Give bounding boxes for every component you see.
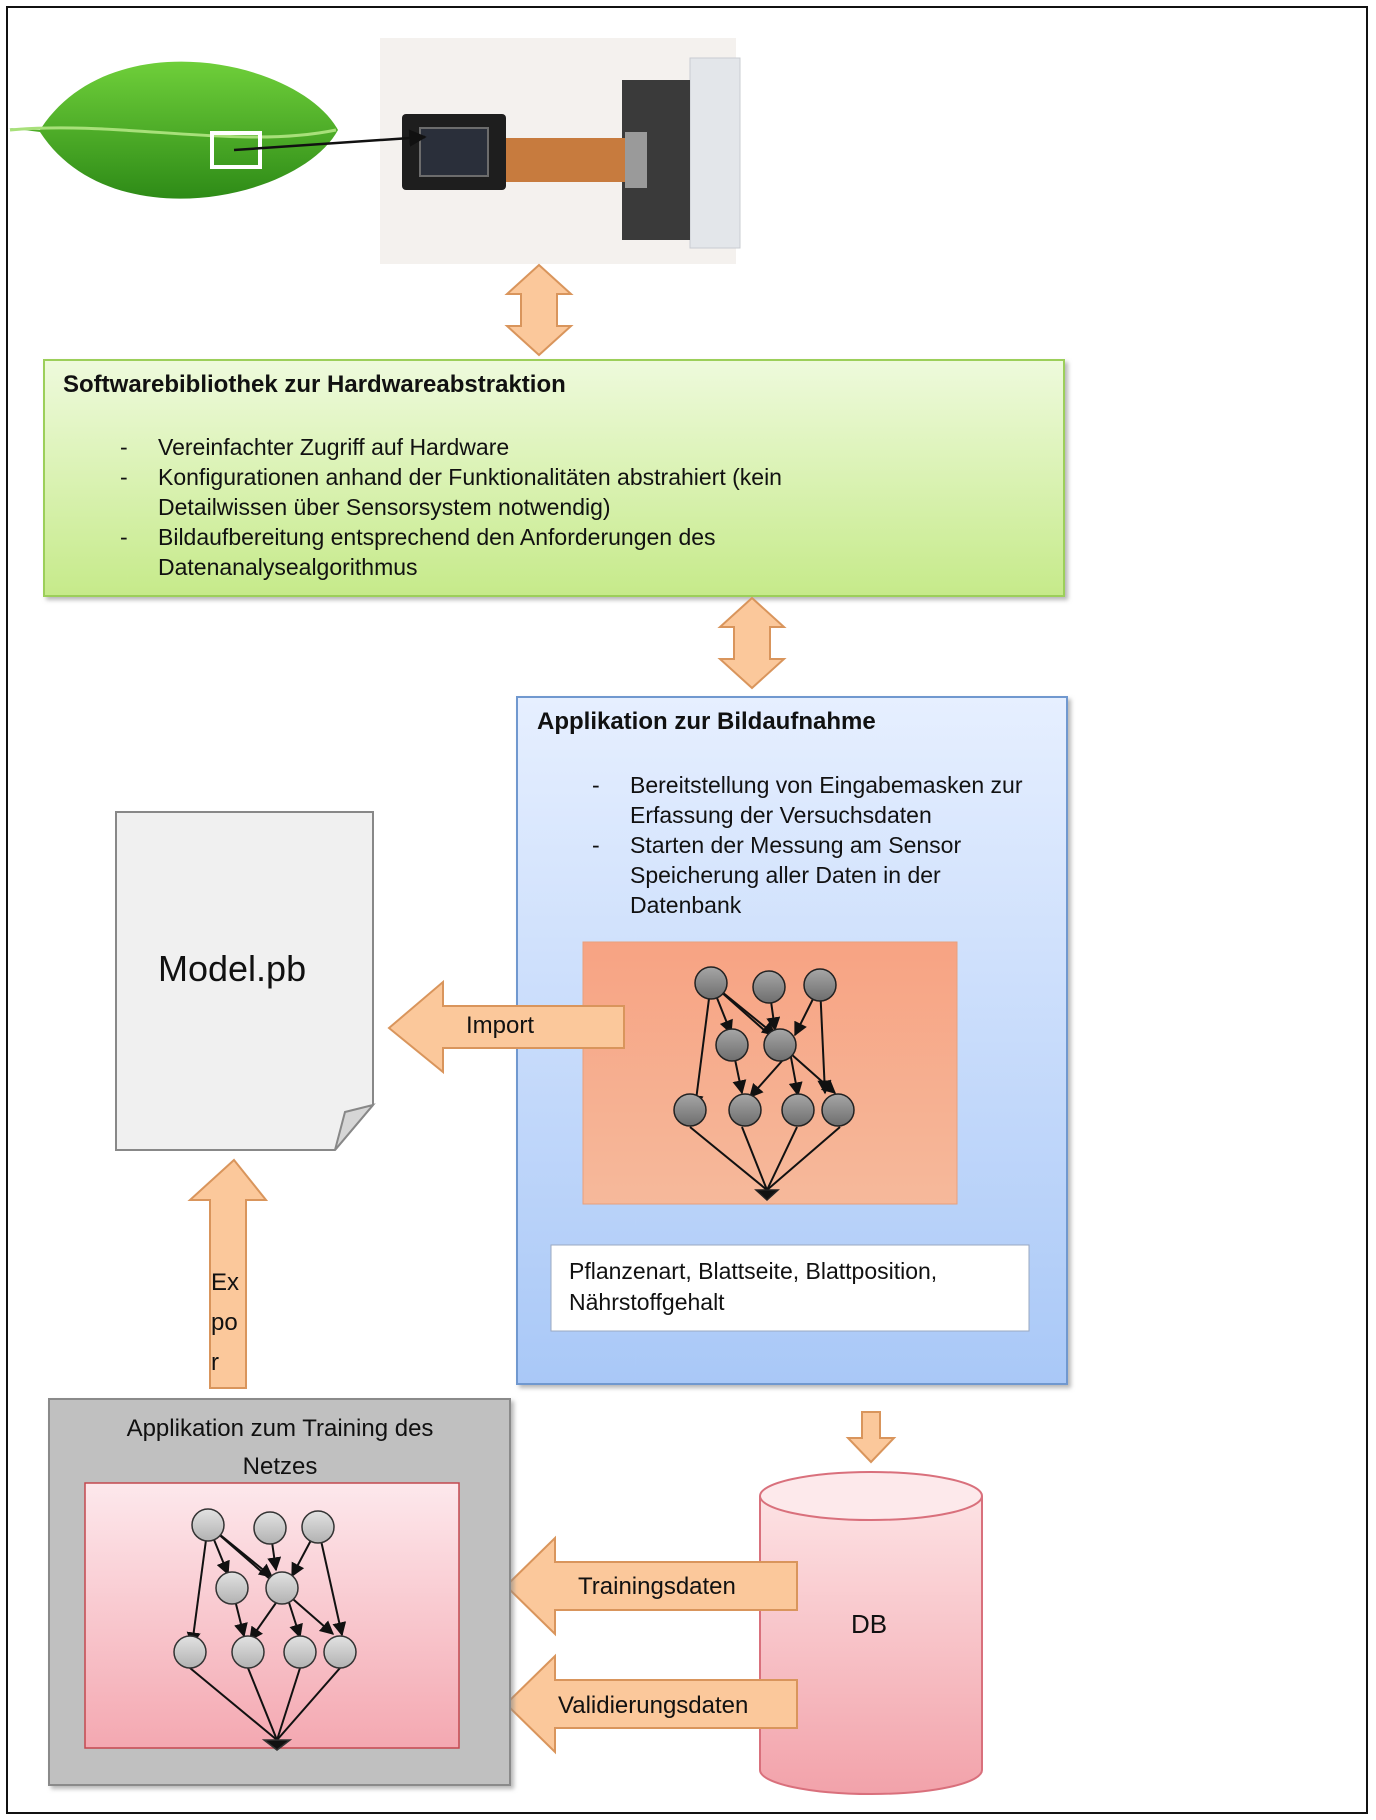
acquisition-network-nodes [673, 966, 855, 1202]
metadata-box [550, 1244, 1030, 1332]
sensor-photo [380, 38, 741, 264]
database-label: DB [851, 1609, 888, 1639]
training-data-arrow [504, 1535, 798, 1637]
training-network-nodes [173, 1508, 357, 1751]
hardware-box-bullets: Vereinfachter Zugriff auf Hardware Konfi… [58, 432, 798, 582]
hardware-bullet: Konfigurationen anhand der Funktionalitä… [58, 462, 798, 522]
export-arrow [187, 1158, 269, 1389]
training-data-label: Trainingsdaten [578, 1573, 736, 1600]
acquisition-bullet: Bereitstellung von Eingabemasken zur Erf… [530, 770, 1040, 830]
import-arrow [387, 979, 625, 1075]
acquisition-box-bullets: Bereitstellung von Eingabemasken zur Erf… [530, 770, 1040, 920]
export-arrow-label: Ex por [211, 1269, 240, 1376]
leaf-to-sensor-arrow [233, 129, 427, 152]
training-box-title: Applikation zum Training des Netzes [126, 1415, 434, 1480]
validation-data-label: Validierungsdaten [558, 1692, 749, 1719]
acquisition-box-title: Applikation zur Bildaufnahme [537, 708, 876, 735]
metadata-text: Pflanzenart, Blattseite, Blattposition, … [569, 1258, 938, 1315]
hardware-box-title: Softwarebibliothek zur Hardwareabstrakti… [63, 371, 566, 398]
import-arrow-label: Import [466, 1012, 535, 1039]
hardware-bullet: Vereinfachter Zugriff auf Hardware [58, 432, 798, 462]
figure-frame [6, 6, 1368, 1814]
double-arrow-middle [717, 596, 787, 690]
hardware-bullet: Bildaufbereitung entsprechend den Anford… [58, 522, 798, 582]
db-input-arrow [845, 1411, 897, 1464]
leaf-selection-box [210, 131, 262, 169]
double-arrow-top [504, 263, 574, 357]
validation-data-arrow [504, 1653, 798, 1755]
leaf-image [8, 61, 338, 199]
database-cylinder [759, 1471, 983, 1795]
model-file-label: Model.pb [158, 948, 307, 989]
acquisition-bullet: Starten der Messung am Sensor Speicherun… [530, 830, 1040, 920]
